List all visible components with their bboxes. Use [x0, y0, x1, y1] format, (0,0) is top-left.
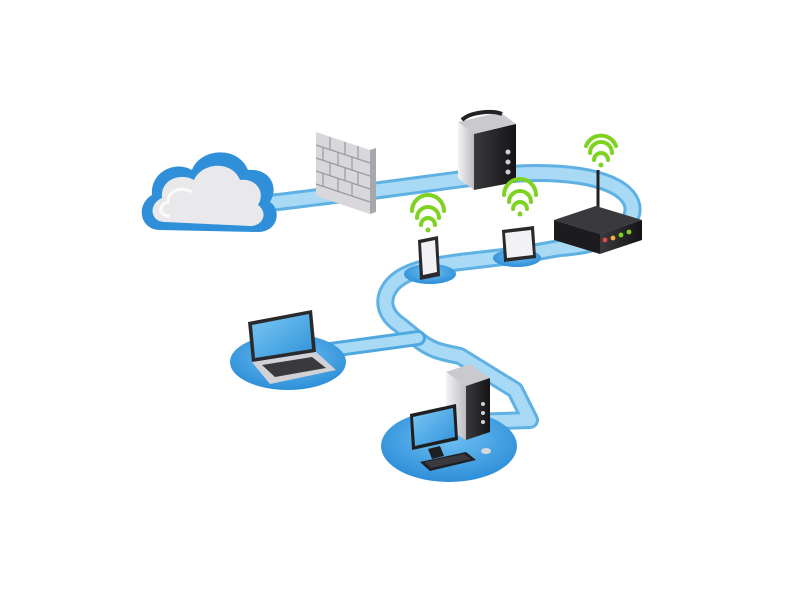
- cloud-icon: [142, 152, 277, 232]
- wifi-signal-icon: [504, 179, 536, 217]
- laptop-node: [230, 310, 346, 390]
- server-tower-icon: [458, 112, 516, 190]
- wifi-signal-icon: [586, 136, 616, 168]
- tablet-icon: [502, 226, 536, 262]
- wifi-signal-icon: [412, 195, 444, 233]
- tablet-2-node: [493, 226, 541, 267]
- tablet-icon: [418, 236, 440, 280]
